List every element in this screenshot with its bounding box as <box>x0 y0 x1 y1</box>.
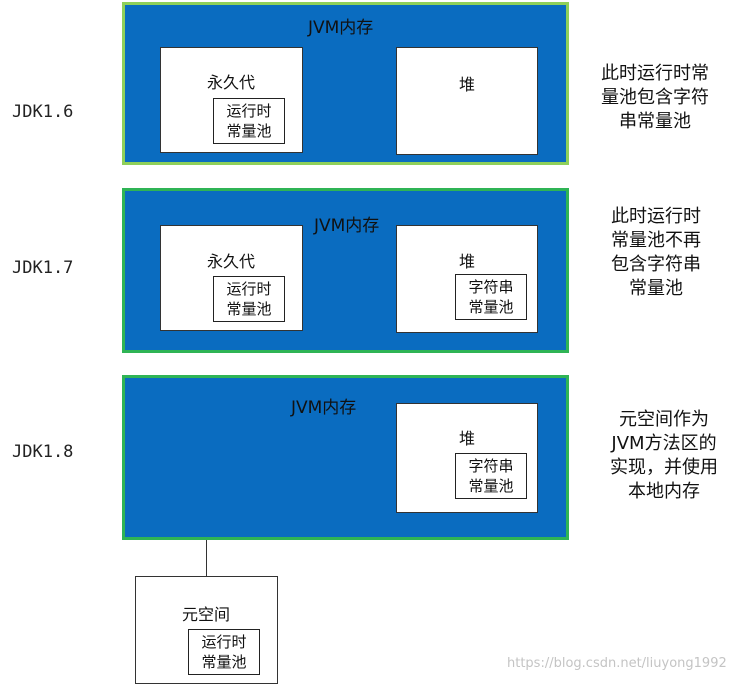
jdk17-string-constant-pool: 字符串 常量池 <box>455 274 527 320</box>
pool-line-1: 运行时 <box>201 633 247 651</box>
jdk18-label: JDK1.8 <box>12 442 74 462</box>
jdk17-memory-title: JVM内存 <box>314 216 380 236</box>
note-line: 量池包含字符 <box>601 87 709 108</box>
jdk18-string-constant-pool: 字符串 常量池 <box>455 453 527 499</box>
jdk16-heap-label: 堆 <box>459 75 476 94</box>
jdk16-jvm-memory: JVM内存 永久代 运行时 常量池 堆 <box>122 2 569 165</box>
jdk17-heap-label: 堆 <box>459 252 476 271</box>
jdk18-jvm-memory: JVM内存 堆 字符串 常量池 <box>122 375 569 540</box>
pool-line-1: 运行时 <box>226 102 272 120</box>
jdk16-permgen-label: 永久代 <box>207 73 256 92</box>
jdk17-runtime-constant-pool: 运行时 常量池 <box>213 276 285 322</box>
note-line: 常量池不再 <box>611 230 701 251</box>
note-line: 常量池 <box>629 278 683 299</box>
pool-line-1: 字符串 <box>468 457 514 475</box>
note-line: 包含字符串 <box>611 254 701 275</box>
jdk16-runtime-constant-pool: 运行时 常量池 <box>213 98 285 144</box>
pool-line-1: 运行时 <box>226 280 272 298</box>
jdk16-note: 此时运行时常 量池包含字符 串常量池 <box>590 62 720 134</box>
note-line: 此时运行时常 <box>601 63 709 84</box>
jdk18-memory-title: JVM内存 <box>291 398 357 418</box>
jdk17-permgen-box: 永久代 运行时 常量池 <box>160 225 303 331</box>
note-line: 元空间作为 <box>619 409 709 430</box>
jdk16-heap-box: 堆 <box>396 47 538 155</box>
note-line: 本地内存 <box>628 481 700 502</box>
jdk18-heap-box: 堆 字符串 常量池 <box>396 403 538 513</box>
metaspace-runtime-constant-pool: 运行时 常量池 <box>188 629 260 675</box>
jdk18-note: 元空间作为 JVM方法区的 实现，并使用 本地内存 <box>605 408 723 504</box>
jdk16-label: JDK1.6 <box>12 102 74 122</box>
jdk17-label: JDK1.7 <box>12 258 74 278</box>
pool-line-2: 常量池 <box>201 653 247 671</box>
pool-line-2: 常量池 <box>226 300 272 318</box>
jdk17-note: 此时运行时 常量池不再 包含字符串 常量池 <box>597 205 715 301</box>
note-line: 实现，并使用 <box>610 457 718 478</box>
pool-line-2: 常量池 <box>468 477 514 495</box>
jdk18-heap-label: 堆 <box>459 429 476 448</box>
metaspace-box: 元空间 运行时 常量池 <box>135 576 278 684</box>
watermark: https://blog.csdn.net/liuyong1992 <box>507 656 727 671</box>
metaspace-connector <box>206 540 207 576</box>
jdk16-permgen-box: 永久代 运行时 常量池 <box>160 47 303 153</box>
jdk16-memory-title: JVM内存 <box>308 18 374 38</box>
note-line: 串常量池 <box>619 111 691 132</box>
pool-line-1: 字符串 <box>468 278 514 296</box>
pool-line-2: 常量池 <box>468 298 514 316</box>
jdk17-jvm-memory: JVM内存 永久代 运行时 常量池 堆 字符串 常量池 <box>122 188 569 353</box>
jdk17-heap-box: 堆 字符串 常量池 <box>396 225 538 333</box>
jdk17-permgen-label: 永久代 <box>207 252 256 271</box>
note-line: 此时运行时 <box>611 206 701 227</box>
note-line: JVM方法区的 <box>611 433 717 454</box>
metaspace-label: 元空间 <box>182 605 231 624</box>
pool-line-2: 常量池 <box>226 122 272 140</box>
